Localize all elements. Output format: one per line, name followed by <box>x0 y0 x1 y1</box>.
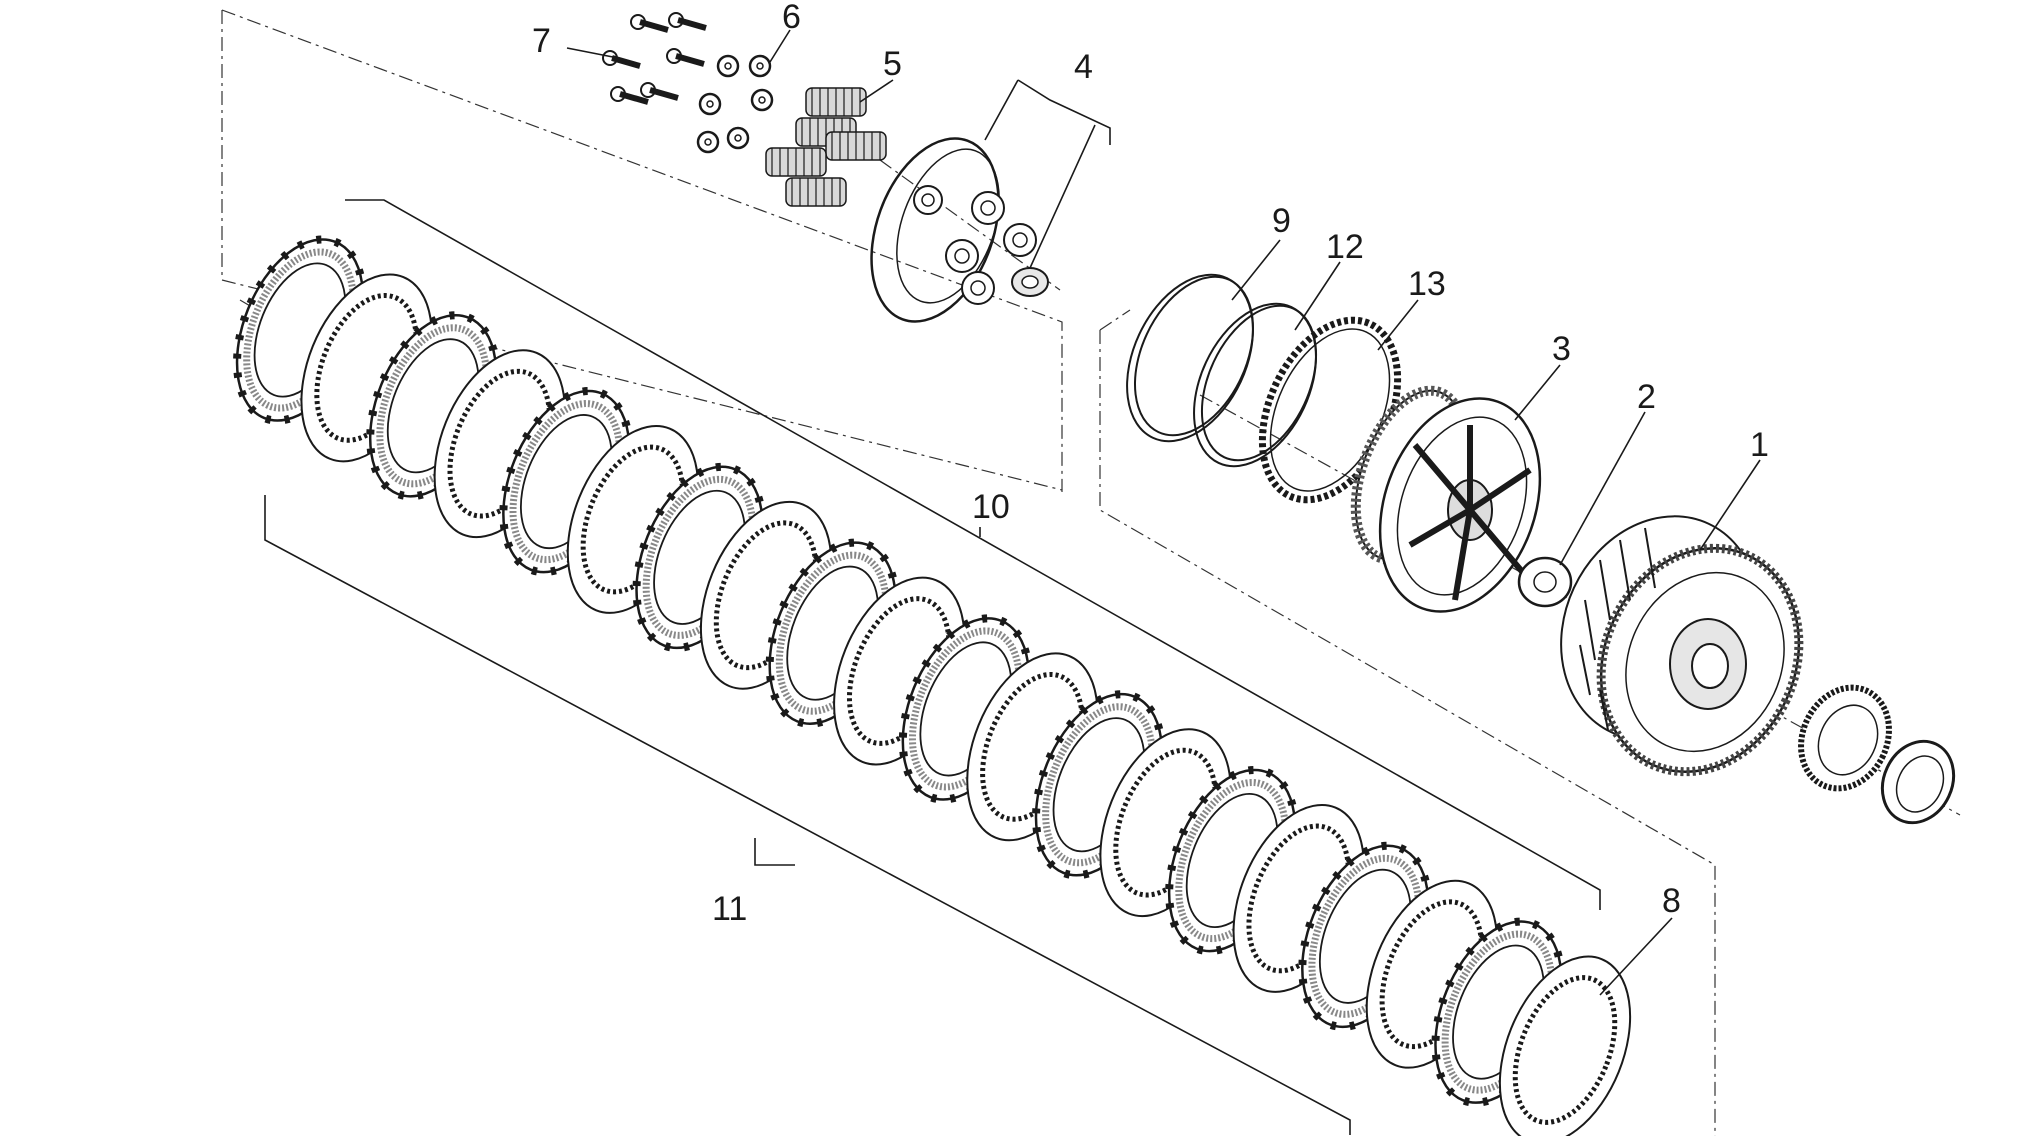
spring-icon <box>785 177 847 207</box>
bracket-4 <box>1017 79 1111 145</box>
gear-ring-icon <box>1798 684 1892 792</box>
spring-boss-icon <box>971 191 1005 225</box>
bolt-icon <box>630 14 669 33</box>
callout-5: 5 <box>883 45 902 83</box>
plain-disc-icon <box>1498 955 1632 1136</box>
callout-4: 4 <box>1074 48 1093 86</box>
wire-ring-icon <box>1126 273 1255 443</box>
leader-12 <box>1294 261 1341 331</box>
spring-boss-icon <box>961 271 995 305</box>
thrust-washer-icon <box>1517 556 1573 608</box>
clutch-disc-stack <box>233 235 1632 1136</box>
leader-9 <box>1231 239 1281 301</box>
spring-icon <box>765 147 827 177</box>
spring-icon <box>825 131 887 161</box>
bolts-group <box>602 12 707 105</box>
bolt-icon <box>610 86 649 105</box>
leader-4b <box>1029 124 1096 269</box>
leader-lines <box>566 29 1761 996</box>
bearing-icon <box>1011 267 1049 297</box>
springs-group <box>765 87 887 207</box>
spring-boss-icon <box>913 185 943 215</box>
clutch-basket-icon <box>1560 515 1804 777</box>
callout-7: 7 <box>532 22 551 60</box>
washer-icon <box>726 126 750 150</box>
spring-boss-icon <box>945 239 979 273</box>
leader-7 <box>566 47 619 59</box>
leader-1 <box>1699 459 1761 551</box>
callout-8: 8 <box>1662 882 1681 920</box>
washers-group <box>696 54 774 154</box>
pressure-plate-axis <box>879 159 1061 291</box>
spring-boss-icon <box>1003 223 1037 257</box>
callout-9: 9 <box>1272 202 1291 240</box>
leader-3 <box>1514 364 1561 421</box>
pressure-plate-icon <box>870 137 1037 323</box>
bolt-icon <box>668 12 707 31</box>
brackets <box>264 79 1601 1135</box>
spring-ring-icon <box>1193 302 1318 468</box>
callout-12: 12 <box>1326 228 1364 266</box>
bracket-disc-upper <box>345 199 1601 910</box>
bolt-icon <box>602 50 641 69</box>
callout-10: 10 <box>972 488 1010 526</box>
leader-5 <box>859 79 894 103</box>
washer-icon <box>696 130 720 154</box>
leader-13 <box>1377 299 1419 351</box>
right-enclosure-line <box>1099 330 1716 1136</box>
washer-icon <box>716 54 740 78</box>
leader-6 <box>769 29 791 63</box>
leader-4a <box>984 79 1019 141</box>
callouts: 7 6 5 4 9 12 13 3 2 1 10 11 8 <box>532 0 1769 928</box>
washer-icon <box>750 88 774 112</box>
washer-icon <box>698 92 722 116</box>
bracket-disc-lower <box>264 495 1351 1135</box>
top-enclosure-line <box>221 9 1063 490</box>
clutch-hub-icon <box>1350 385 1542 613</box>
callout-2: 2 <box>1637 378 1656 416</box>
retainer-ring-icon <box>1880 739 1956 825</box>
callout-11: 11 <box>712 890 747 928</box>
right-top-line <box>1099 309 1131 331</box>
callout-6: 6 <box>782 0 801 36</box>
bolt-icon <box>640 82 679 101</box>
bolt-icon <box>666 48 705 67</box>
spring-icon <box>805 87 867 117</box>
left-enclosure-line <box>221 10 1063 492</box>
leader-2 <box>1559 411 1646 566</box>
leader-8 <box>1599 917 1673 996</box>
callout-3: 3 <box>1552 330 1571 368</box>
bracket-11-tick <box>754 838 795 866</box>
callout-13: 13 <box>1408 265 1446 303</box>
callout-1: 1 <box>1750 426 1769 464</box>
washer-icon <box>748 54 772 78</box>
